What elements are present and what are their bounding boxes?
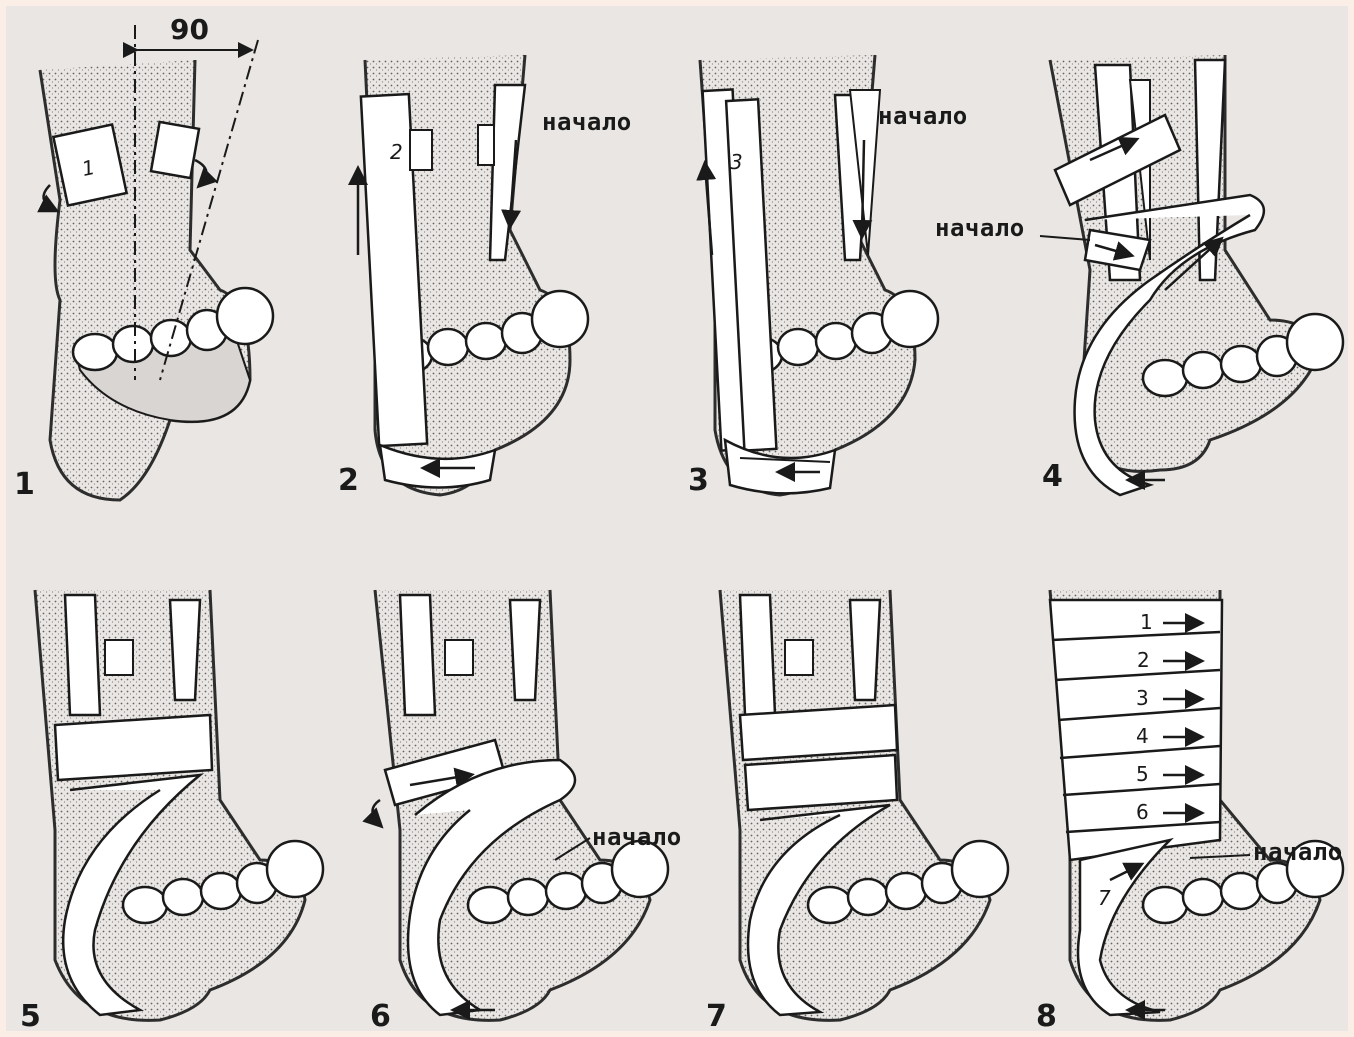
wrap-label-1: 1	[1140, 612, 1153, 632]
panel-number-8: 8	[1036, 1002, 1057, 1032]
panel-number-2: 2	[338, 466, 359, 496]
panel-number-6: 6	[370, 1002, 391, 1032]
start-label-panel-3: начало	[878, 104, 968, 128]
start-label-panel-6: начало	[592, 825, 682, 849]
wrap-label-2: 2	[1137, 650, 1150, 670]
panel-7-drawing	[720, 590, 1008, 1020]
start-label-panel-4: начало	[935, 216, 1025, 240]
start-label-panel-8: начало	[1253, 840, 1343, 864]
panel-number-5: 5	[20, 1002, 41, 1032]
angle-label: 90	[170, 16, 209, 44]
tape-label-2: 2	[390, 142, 403, 162]
panel-number-7: 7	[706, 1002, 727, 1032]
panel-1-drawing	[40, 25, 273, 500]
wrap-label-4: 4	[1136, 726, 1149, 746]
tape-label-3: 3	[730, 152, 743, 172]
wrap-label-6: 6	[1136, 802, 1149, 822]
start-label-panel-2: начало	[542, 110, 632, 134]
wrap-label-7: 7	[1098, 888, 1111, 908]
panel-number-1: 1	[14, 470, 35, 500]
wrap-label-5: 5	[1136, 764, 1149, 784]
panel-4-drawing	[1040, 55, 1343, 495]
wrap-label-3: 3	[1136, 688, 1149, 708]
panel-5-drawing	[35, 590, 323, 1020]
panel-number-3: 3	[688, 466, 709, 496]
panel-number-4: 4	[1042, 462, 1063, 492]
panel-6-drawing	[373, 590, 669, 1020]
panel-8-drawing	[1050, 590, 1343, 1020]
